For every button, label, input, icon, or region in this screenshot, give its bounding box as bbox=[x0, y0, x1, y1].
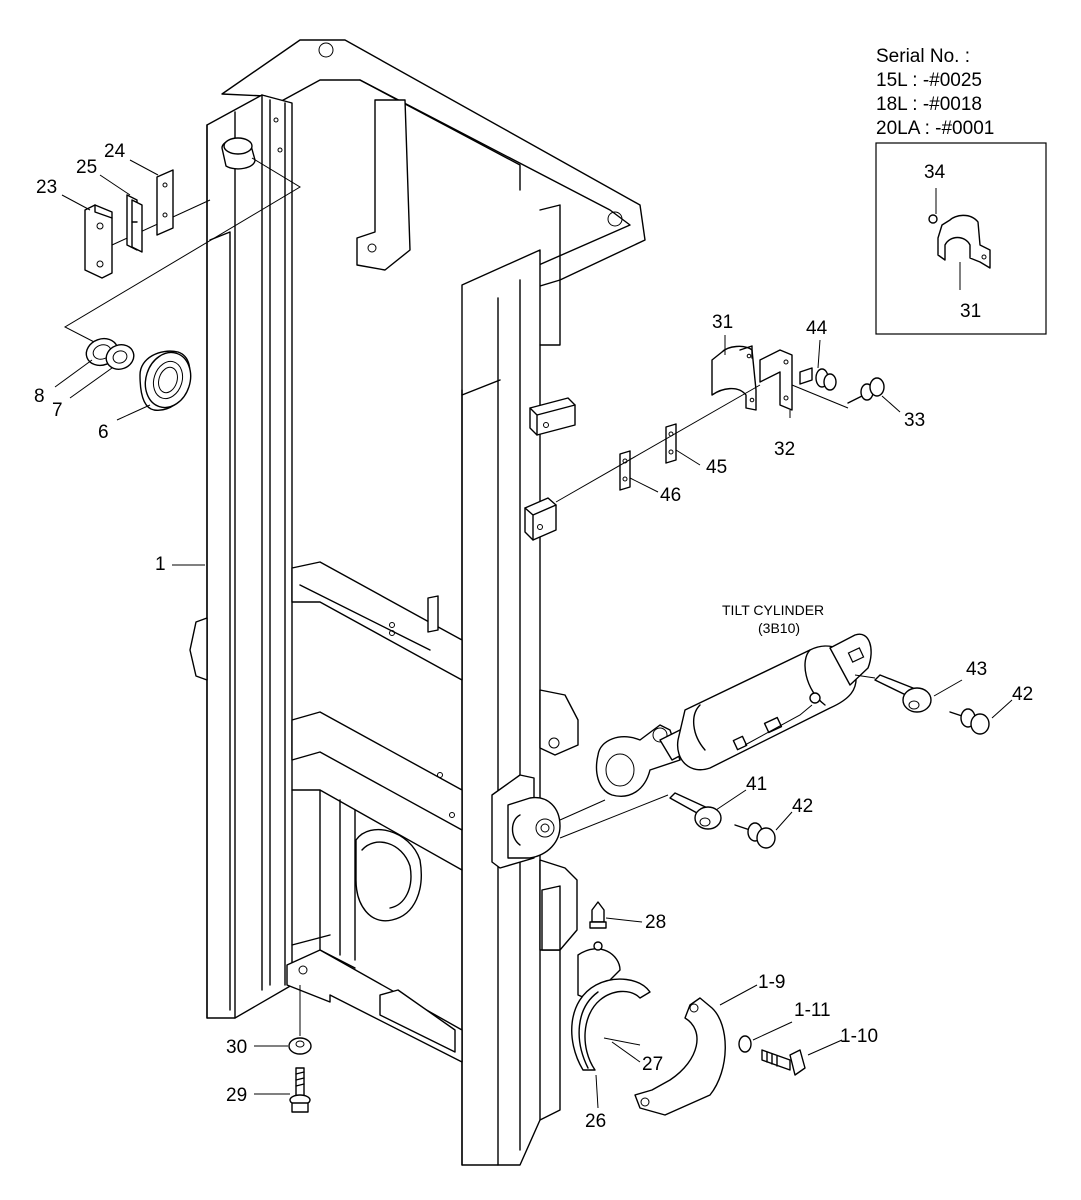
bolt-42-lower bbox=[734, 822, 776, 849]
shim-washer-7 bbox=[105, 344, 135, 370]
callout-24: 24 bbox=[104, 141, 126, 162]
tilt-bracket-upper bbox=[539, 689, 579, 756]
top-inner-bracket bbox=[356, 99, 411, 271]
plate-45 bbox=[665, 423, 677, 464]
outer-mast-frame bbox=[189, 39, 646, 1166]
right-upright-rail bbox=[461, 249, 541, 1166]
left-tilt-boss bbox=[189, 617, 208, 681]
callout-42-lower: 42 bbox=[792, 796, 813, 817]
serial-line-18l: 18L : -#0018 bbox=[876, 94, 982, 115]
callout-25: 25 bbox=[76, 157, 97, 178]
bolt-1-10 bbox=[761, 1049, 806, 1076]
trunnion-cap-1-9 bbox=[634, 997, 726, 1116]
callout-6: 6 bbox=[98, 422, 109, 443]
callout-1-10: 1-10 bbox=[840, 1026, 878, 1047]
callout-1: 1 bbox=[155, 554, 166, 575]
plate-24 bbox=[156, 169, 174, 236]
callout-1-9: 1-9 bbox=[758, 972, 785, 993]
callout-32: 32 bbox=[774, 439, 795, 460]
callout-27: 27 bbox=[642, 1054, 663, 1075]
serial-heading: Serial No. : bbox=[876, 46, 970, 67]
bolt-44 bbox=[799, 367, 837, 391]
callout-44: 44 bbox=[806, 318, 828, 339]
grease-nipple-28 bbox=[589, 901, 607, 951]
tilt-cylinder-title: TILT CYLINDER bbox=[722, 602, 824, 618]
bolt-42-upper bbox=[949, 708, 990, 735]
bottom-crossmember bbox=[286, 949, 463, 1063]
callout-7: 7 bbox=[52, 400, 63, 421]
callout-28: 28 bbox=[645, 912, 666, 933]
inset-label-34: 34 bbox=[924, 162, 946, 183]
inset-clamp-31 bbox=[937, 214, 991, 269]
inset-label-31: 31 bbox=[960, 301, 981, 322]
trunnion-bushing-26 bbox=[571, 978, 651, 1071]
callout-33: 33 bbox=[904, 410, 925, 431]
left-upright-rail bbox=[206, 94, 293, 1019]
serial-line-20la: 20LA : -#0001 bbox=[876, 118, 994, 139]
roller-shaft-assembly bbox=[63, 137, 301, 411]
clamp-bracket-32 bbox=[759, 349, 793, 411]
inset-screw-34 bbox=[928, 214, 938, 224]
callout-41: 41 bbox=[746, 774, 767, 795]
serial-line-15l: 15L : -#0025 bbox=[876, 70, 982, 91]
bolt-29 bbox=[289, 1067, 311, 1113]
retainer-plate-23 bbox=[84, 199, 211, 279]
callout-29: 29 bbox=[226, 1085, 247, 1106]
roller-bearing-6 bbox=[139, 350, 192, 411]
shim-25 bbox=[126, 194, 143, 253]
callout-23: 23 bbox=[36, 177, 57, 198]
callout-26: 26 bbox=[585, 1111, 606, 1132]
washer-30 bbox=[288, 985, 312, 1055]
pivot-pin-hole bbox=[535, 818, 555, 838]
callout-31: 31 bbox=[712, 312, 733, 333]
tilt-cylinder-reference: (3B10) bbox=[758, 620, 800, 636]
serial-number-box: Serial No. : 15L : -#0025 18L : -#0018 2… bbox=[875, 46, 1047, 335]
callout-43: 43 bbox=[966, 659, 987, 680]
tilt-cylinder: TILT CYLINDER (3B10) bbox=[595, 602, 872, 797]
leader-lines bbox=[54, 159, 1013, 1109]
washer-1-11 bbox=[738, 1035, 752, 1053]
plate-46 bbox=[619, 450, 631, 491]
serial-inset-frame bbox=[875, 142, 1047, 335]
callout-46: 46 bbox=[660, 485, 681, 506]
callout-45: 45 bbox=[706, 457, 727, 478]
callout-42-upper: 42 bbox=[1012, 684, 1033, 705]
pin-43 bbox=[854, 674, 932, 713]
top-bolt-hole-right bbox=[607, 211, 623, 227]
bolt-33 bbox=[791, 377, 885, 409]
middle-crossmember-upper bbox=[291, 561, 463, 681]
hose-clamp-assembly bbox=[555, 345, 885, 503]
middle-crossmember-lower bbox=[291, 711, 463, 831]
callout-8: 8 bbox=[34, 386, 45, 407]
callout-1-11: 1-11 bbox=[794, 1000, 831, 1021]
callout-30: 30 bbox=[226, 1037, 247, 1058]
top-bolt-hole-left bbox=[318, 42, 334, 58]
hose-clamp-31 bbox=[711, 345, 757, 411]
pin-41 bbox=[559, 792, 722, 839]
tilt-cylinder-barrel bbox=[676, 645, 857, 771]
